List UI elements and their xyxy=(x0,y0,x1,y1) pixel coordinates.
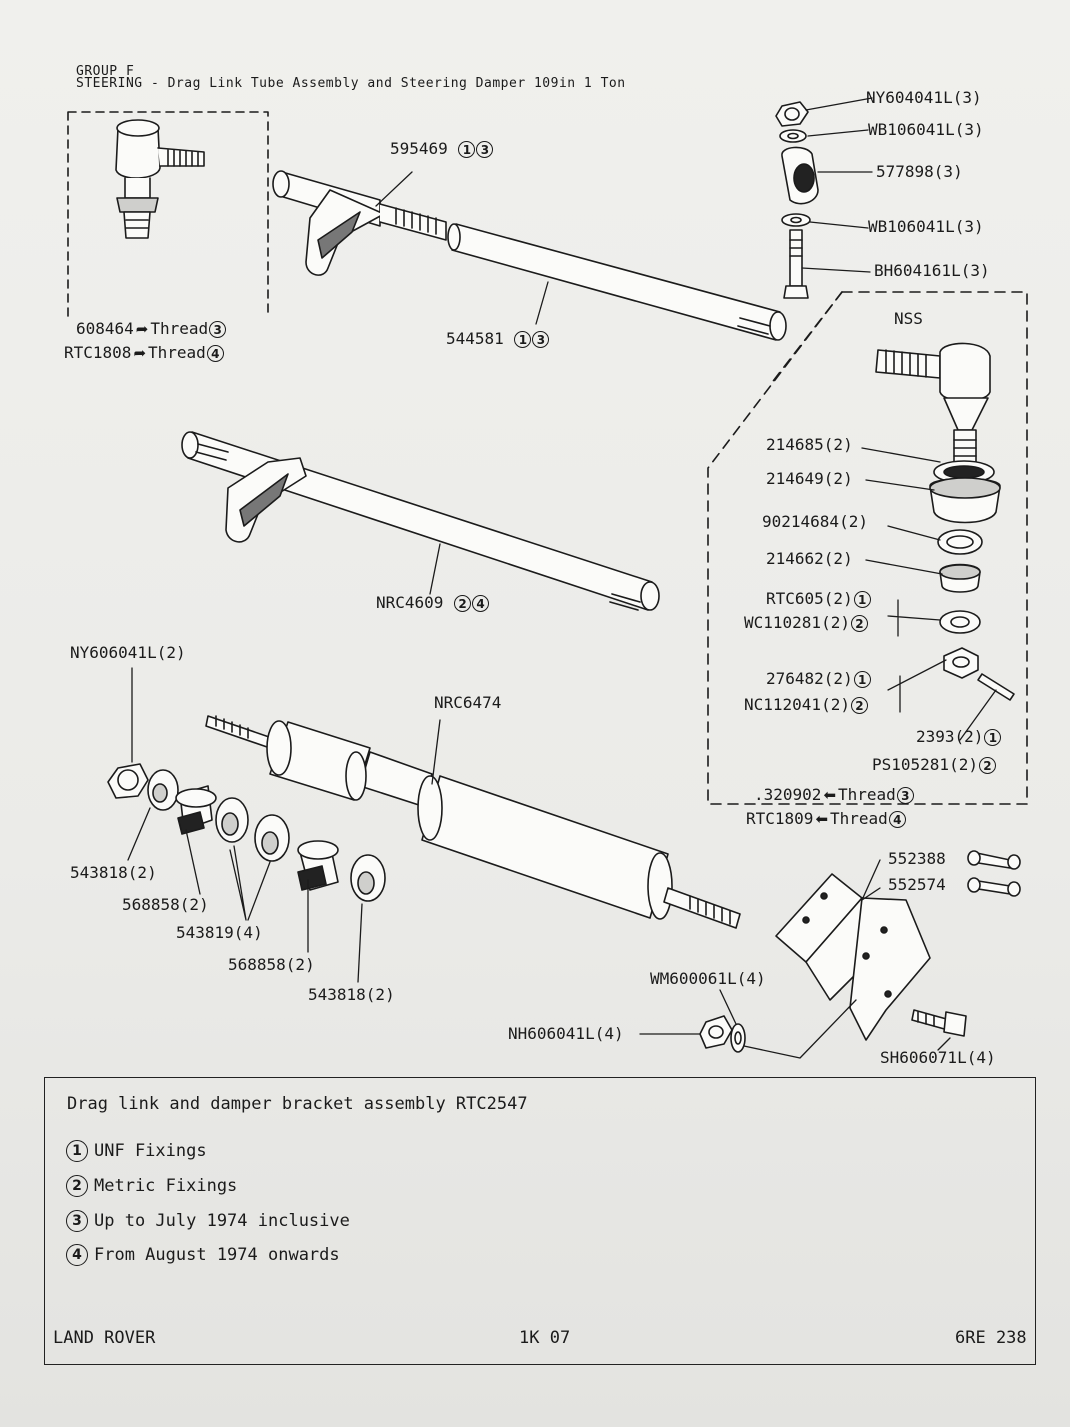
part-568858-a: 568858(2) xyxy=(122,895,209,914)
part-543818-a: 543818(2) xyxy=(70,863,157,882)
part-543819: 543819(4) xyxy=(176,923,263,942)
part-214685: 214685(2) xyxy=(766,435,853,454)
leader-lines xyxy=(127,97,997,1059)
legend-title: Drag link and damper bracket assembly RT… xyxy=(67,1094,528,1114)
part-sh606071l: SH606071L(4) xyxy=(880,1048,996,1067)
drag-link-tube-upper xyxy=(272,170,787,341)
footer-figure-ref: 6RE 238 xyxy=(955,1328,1027,1348)
part-ps105281: PS105281(2)2 xyxy=(872,756,996,774)
part-ny604041l: NY604041L(3) xyxy=(866,88,982,107)
part-552388: 552388 xyxy=(888,849,946,868)
arrow-left-icon: ⬅ xyxy=(823,786,837,804)
footer-brand: LAND ROVER xyxy=(53,1328,156,1348)
drag-link-tube-lower xyxy=(181,431,660,611)
part-wb106041l-a: WB106041L(3) xyxy=(868,120,984,139)
part-276482: 276482(2)1 xyxy=(766,670,871,688)
arrow-left-icon: ⬅ xyxy=(815,810,829,828)
part-90214684: 90214684(2) xyxy=(762,512,868,531)
arrow-right-icon: ➦ xyxy=(135,320,149,338)
part-2393: 2393(2)1 xyxy=(916,728,1002,746)
part-wm600061l: WM600061L(4) xyxy=(650,969,766,988)
part-nrc6474: NRC6474 xyxy=(434,693,502,712)
part-bh604161l: BH604161L(3) xyxy=(874,261,990,280)
part-wb106041l-b: WB106041L(3) xyxy=(868,217,984,236)
part-rtc605: RTC605(2)1 xyxy=(766,590,871,608)
part-214649: 214649(2) xyxy=(766,469,853,488)
footer-page-ref: 1K 07 xyxy=(519,1328,571,1348)
part-ny606041l: NY606041L(2) xyxy=(70,643,186,662)
legend-box: Drag link and damper bracket assembly RT… xyxy=(44,1077,1036,1365)
part-nc112041: NC112041(2)2 xyxy=(744,696,868,714)
part-577898: 577898(3) xyxy=(876,162,963,181)
damper-bracket xyxy=(775,850,1021,1041)
part-214662: 214662(2) xyxy=(766,549,853,568)
clamp-bolt-stack xyxy=(775,101,819,299)
ball-joint-icon xyxy=(115,119,205,239)
part-wc110281: WC110281(2)2 xyxy=(744,614,868,632)
damper-bush-set xyxy=(107,763,386,902)
nss-ball-joint xyxy=(875,342,1015,701)
bracket-fasteners xyxy=(699,1015,746,1053)
part-543818-b: 543818(2) xyxy=(308,985,395,1004)
label-nss: NSS xyxy=(894,309,923,328)
part-nh606041l: NH606041L(4) xyxy=(508,1024,624,1043)
nss-dashed-box xyxy=(707,291,1028,805)
part-568858-b: 568858(2) xyxy=(228,955,315,974)
steering-damper xyxy=(205,715,741,929)
group-label: GROUP F xyxy=(76,64,135,79)
part-552574: 552574 xyxy=(888,875,946,894)
ball-joint-dashed-box xyxy=(67,111,269,319)
arrow-right-icon: ➦ xyxy=(133,344,147,362)
page-title: STEERING - Drag Link Tube Assembly and S… xyxy=(76,76,626,91)
